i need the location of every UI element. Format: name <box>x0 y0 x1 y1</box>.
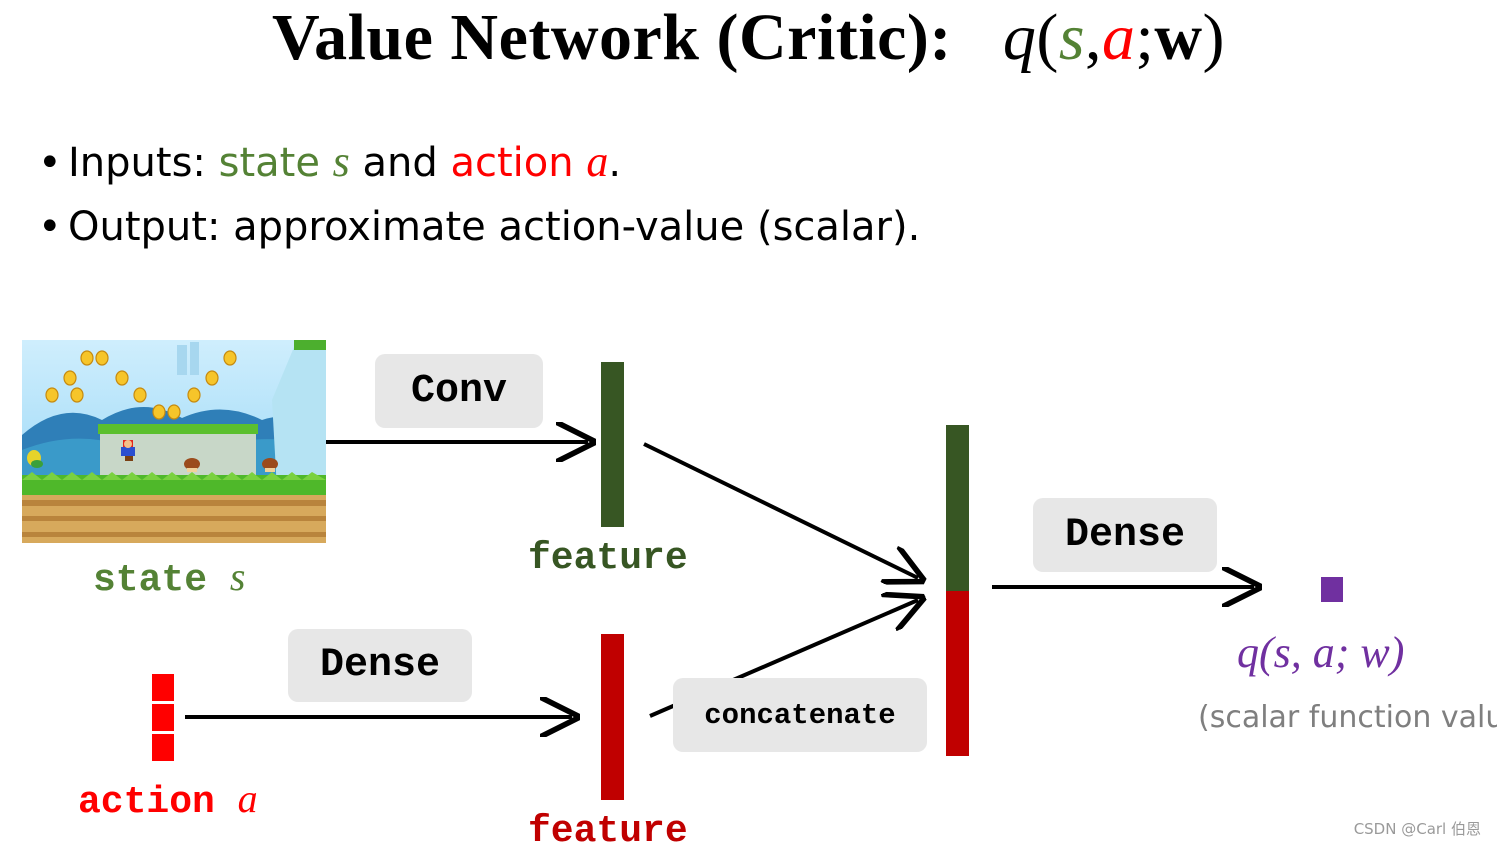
bullet-list: •Inputs: state s and action a. •Output: … <box>38 130 920 259</box>
output-expression: q(s, a; w) <box>1237 628 1405 677</box>
concat-feature-red <box>946 591 969 756</box>
dense-output-box: Dense <box>1033 498 1217 572</box>
title-text: Value Network (Critic): <box>271 1 952 74</box>
page-title: Value Network (Critic): q(s,a;w) <box>0 0 1497 76</box>
concatenate-box: concatenate <box>673 678 927 752</box>
state-feature-bar <box>601 362 624 527</box>
game-screenshot-image <box>22 340 326 543</box>
title-formula: q(s,a;w) <box>1002 1 1226 74</box>
bullet-inputs: •Inputs: state s and action a. <box>38 130 920 195</box>
conv-layer-box: Conv <box>375 354 543 428</box>
state-label: state s <box>93 554 246 602</box>
action-feature-bar <box>601 634 624 800</box>
action-vector-cell <box>152 734 174 761</box>
action-label: action a <box>78 776 258 824</box>
bullet-output: •Output: approximate action-value (scala… <box>38 195 920 259</box>
output-scalar <box>1321 577 1343 602</box>
bullet-dot: • <box>38 204 62 250</box>
concat-arrow-top <box>643 442 918 578</box>
concat-feature-green <box>946 425 969 591</box>
watermark: CSDN @Carl 伯恩 <box>1353 820 1481 838</box>
feature-label-bottom: feature <box>528 810 688 853</box>
feature-label-top: feature <box>528 537 688 580</box>
output-caption: (scalar function value) <box>1198 700 1497 735</box>
bullet-dot: • <box>38 140 62 186</box>
action-vector-cell <box>152 674 174 701</box>
action-vector-cell <box>152 704 174 731</box>
dense-action-box: Dense <box>288 629 472 702</box>
game-scene <box>22 340 326 543</box>
